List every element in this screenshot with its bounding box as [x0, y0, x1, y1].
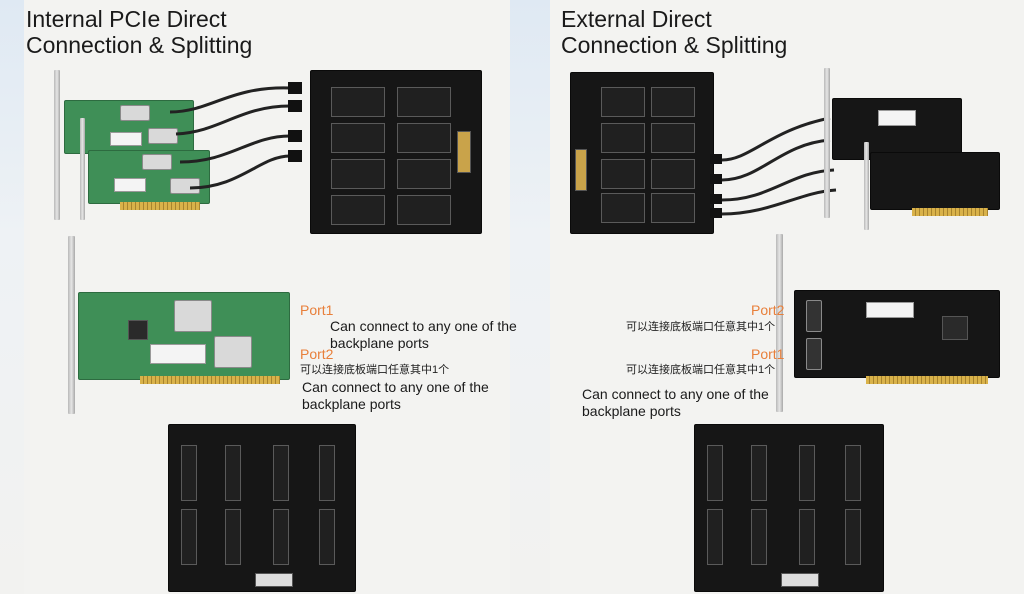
external-panel: External Direct Connection & Splitting [550, 0, 1024, 594]
external-title: External Direct Connection & Splitting [561, 6, 788, 58]
external-backplane-bottom [694, 424, 884, 592]
internal-port1-label: Port1 [300, 302, 334, 318]
external-port2-cn: 可以连接底板端口任意其中1个 [626, 321, 776, 333]
internal-port1-desc: Can connect to any one of the backplane … [330, 318, 517, 351]
internal-cables [170, 82, 302, 190]
external-backplane-top [570, 72, 714, 234]
external-port-desc: Can connect to any one of the backplane … [582, 386, 769, 419]
internal-panel: Internal PCIe Direct Connection & Splitt… [24, 0, 517, 594]
internal-title: Internal PCIe Direct Connection & Splitt… [26, 6, 253, 58]
internal-backplane-bottom [168, 424, 356, 592]
internal-port2-cn: 可以连接底板端口任意其中1个 [300, 364, 450, 376]
external-port2-label: Port2 [751, 302, 785, 318]
external-port1-label: Port1 [751, 346, 785, 362]
internal-port2-desc: Can connect to any one of the backplane … [302, 379, 489, 412]
internal-backplane-top [310, 70, 482, 234]
external-port1-cn: 可以连接底板端口任意其中1个 [626, 364, 776, 376]
internal-port2-label: Port2 [300, 346, 334, 362]
